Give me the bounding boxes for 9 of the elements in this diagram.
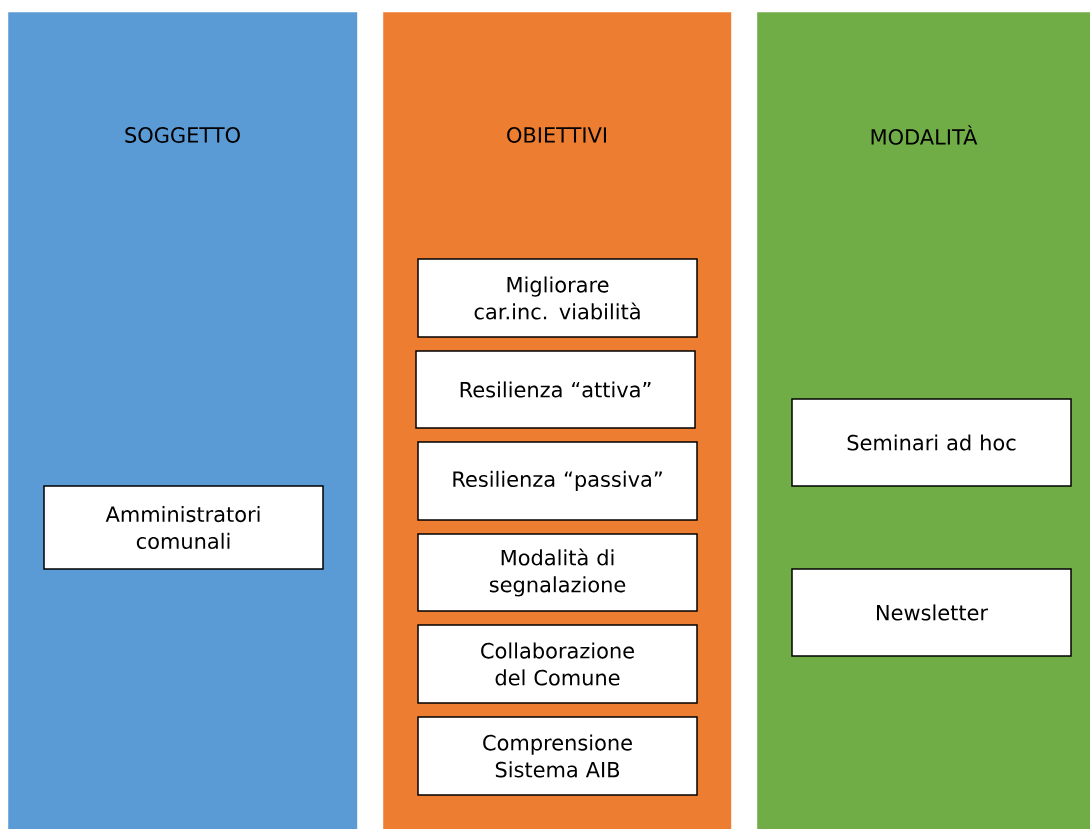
text-box: Amministratori comunali bbox=[43, 485, 324, 570]
text-box: Newsletter bbox=[791, 568, 1072, 657]
text-box: Resilienza “attiva” bbox=[415, 350, 696, 429]
text-box: Collaborazione del Comune bbox=[417, 624, 698, 704]
text-box: Seminari ad hoc bbox=[791, 398, 1072, 487]
text-box: Migliorare car.inc. viabilità bbox=[417, 258, 698, 338]
text-box: Modalità di segnalazione bbox=[417, 533, 698, 612]
text-box: Comprensione Sistema AIB bbox=[417, 716, 698, 796]
text-box: Resilienza “passiva” bbox=[417, 441, 698, 521]
